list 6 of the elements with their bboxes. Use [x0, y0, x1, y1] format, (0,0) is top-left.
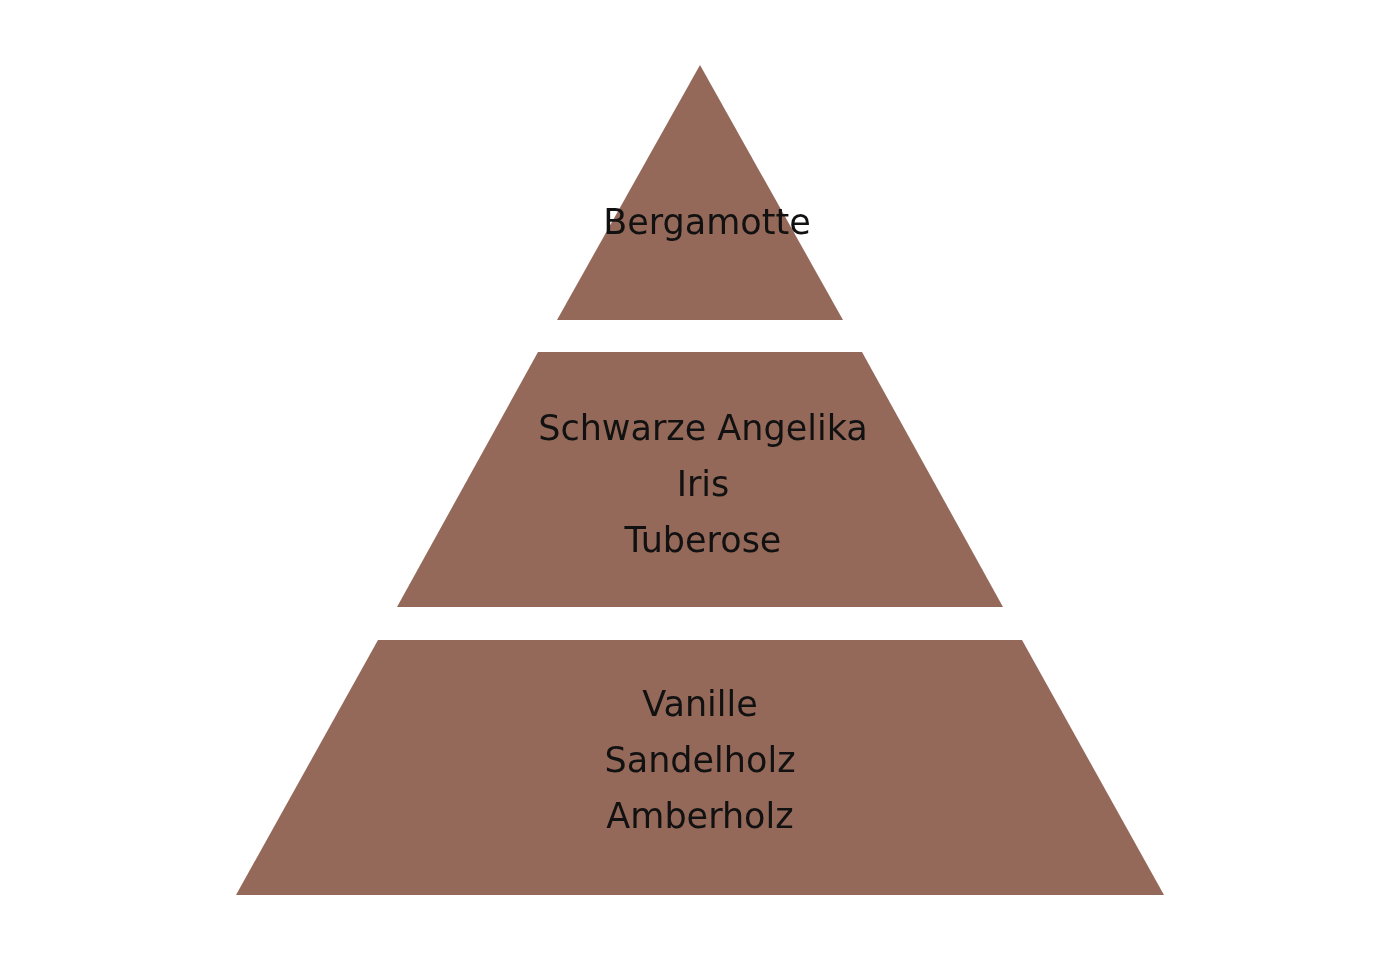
note-label: Vanille	[642, 683, 758, 725]
note-label: Schwarze Angelika	[538, 407, 868, 449]
note-label: Amberholz	[606, 795, 794, 837]
note-label: Sandelholz	[604, 739, 796, 781]
note-label: Tuberose	[624, 519, 782, 561]
note-label: Iris	[676, 463, 730, 505]
